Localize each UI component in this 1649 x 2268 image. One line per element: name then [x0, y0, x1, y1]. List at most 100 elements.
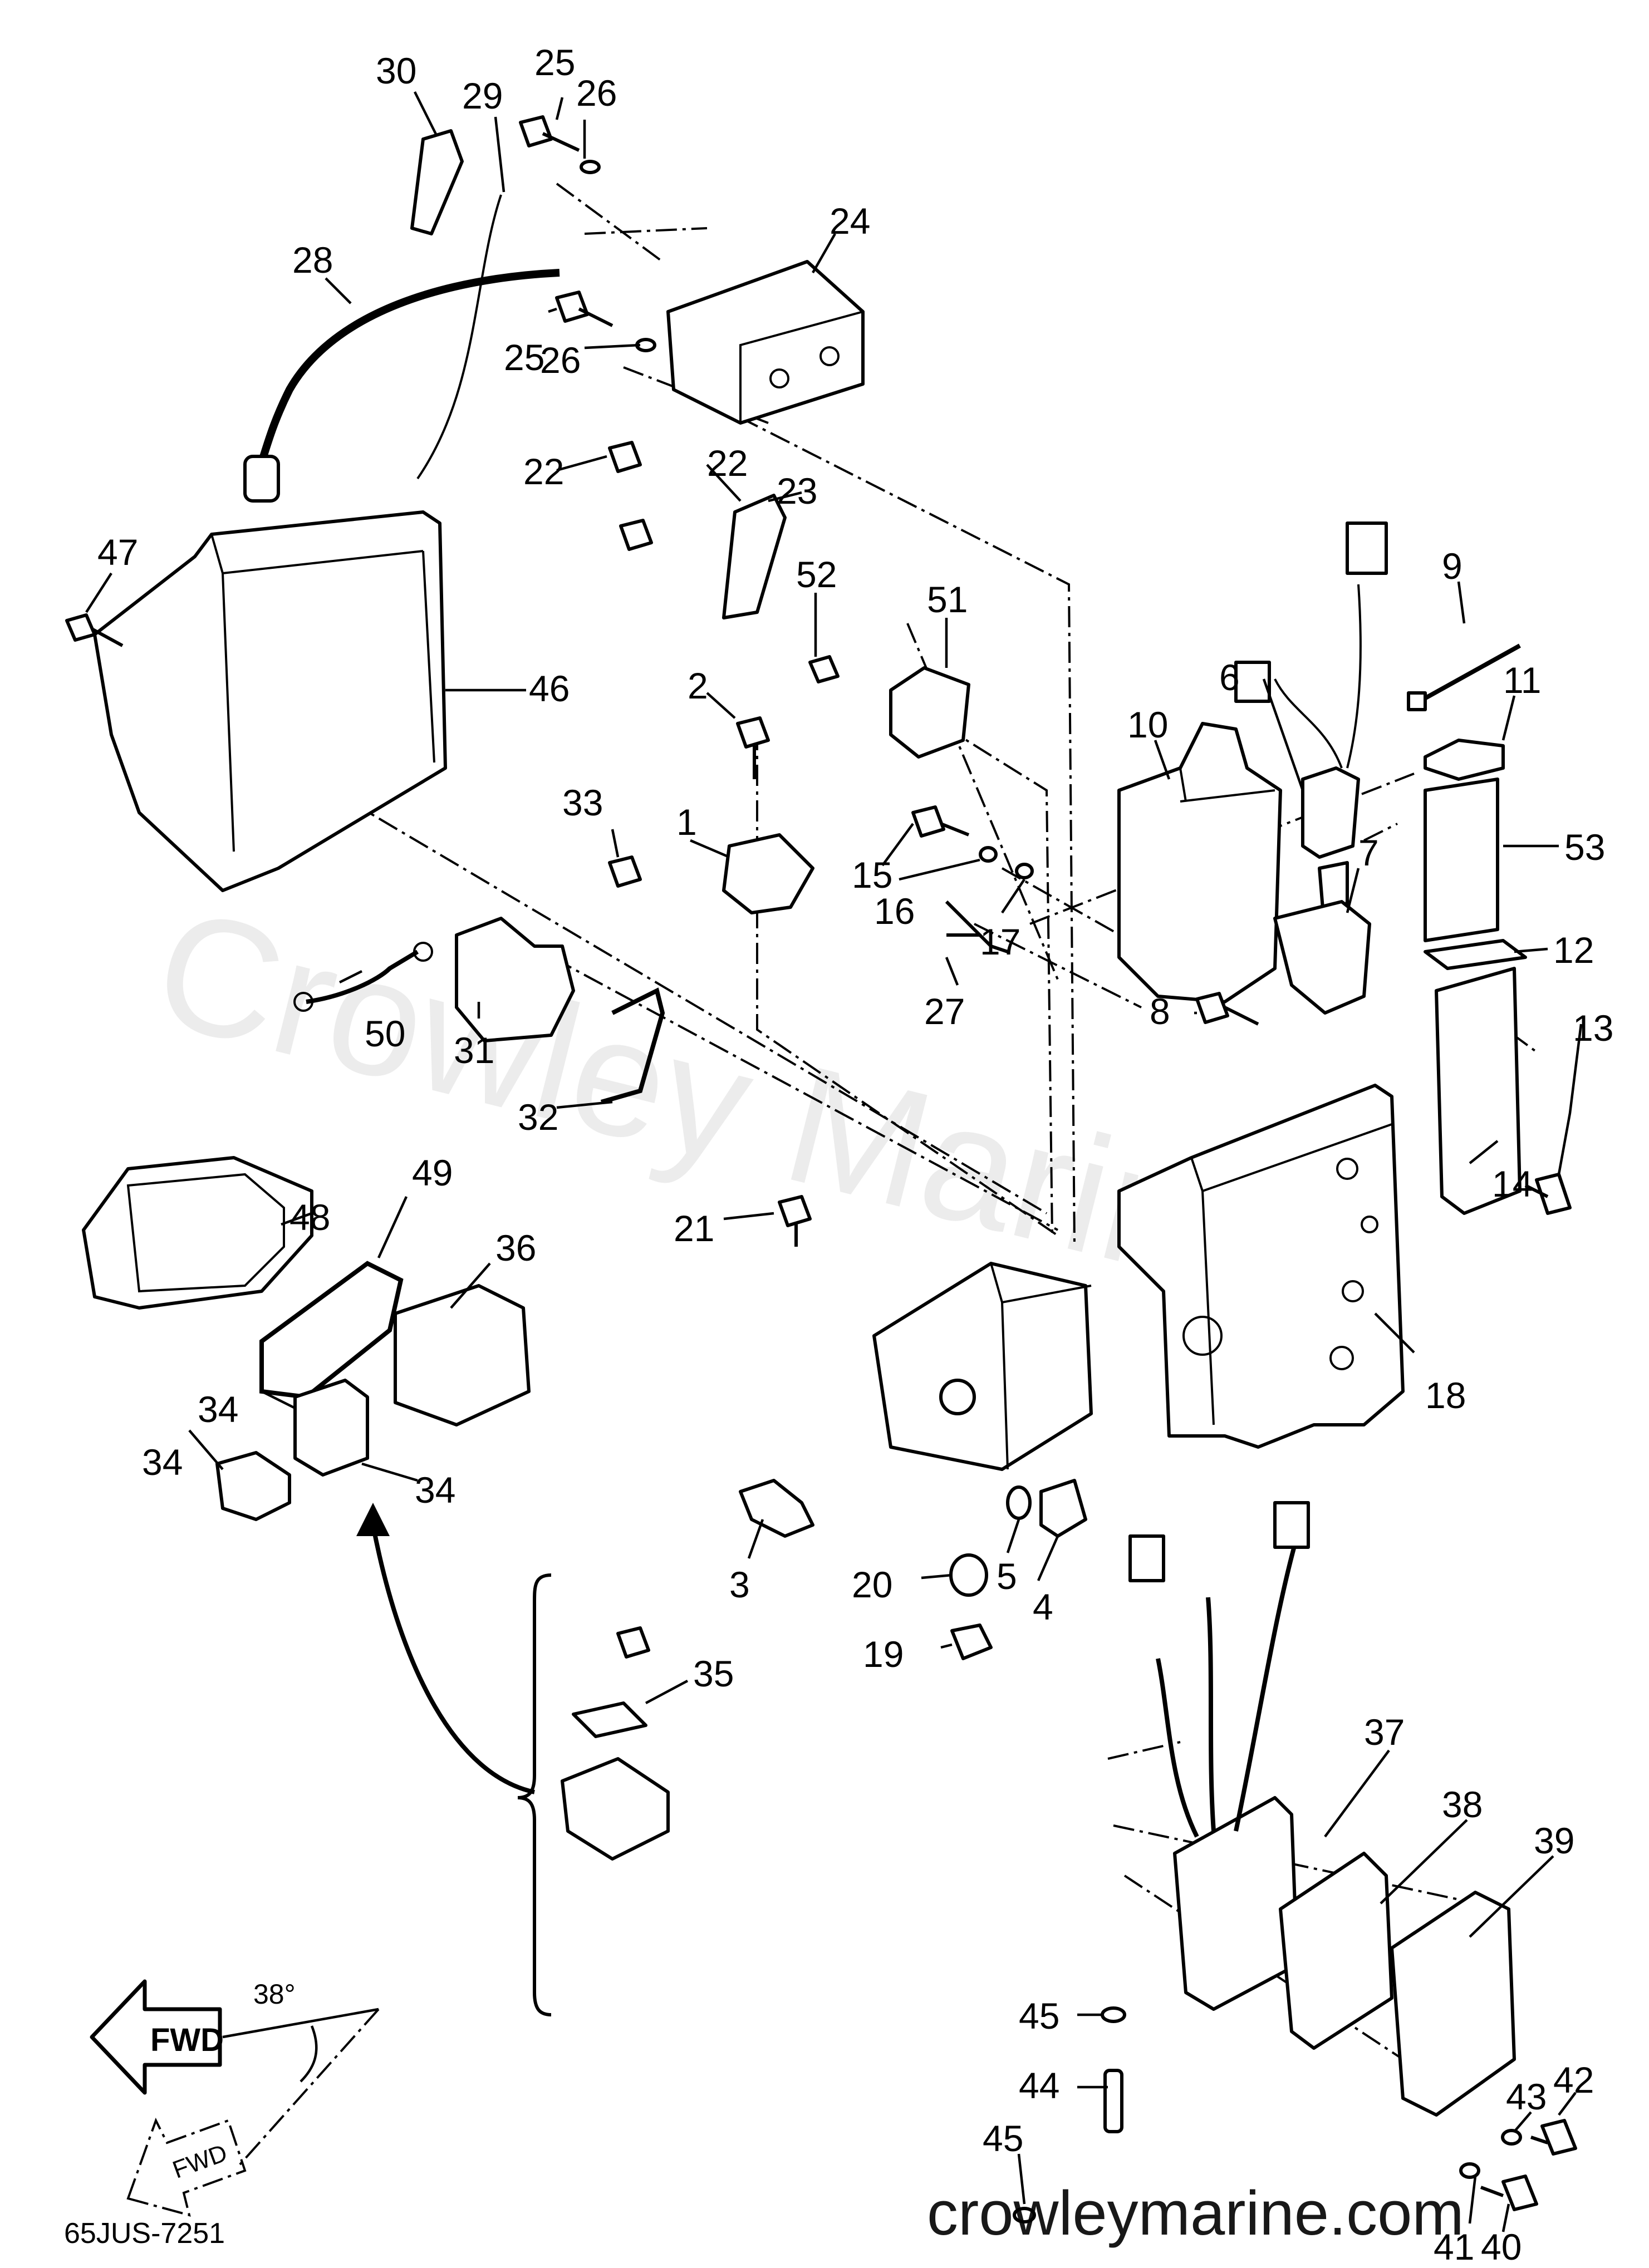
part-2-screw	[736, 716, 770, 779]
part-3-temp-sensor	[739, 1479, 814, 1538]
callout-52: 52	[796, 554, 837, 595]
part-52-screw	[808, 655, 840, 683]
part-33-screw	[608, 855, 642, 888]
callout-49: 49	[412, 1152, 453, 1193]
part-44-pin	[1103, 2069, 1123, 2133]
callout-22a: 22	[523, 451, 564, 492]
website-watermark: crowleymarine.com	[927, 2178, 1464, 2248]
part-28-terminal	[243, 455, 280, 503]
callout-41: 41	[1434, 2226, 1474, 2267]
part-21-screw	[778, 1195, 812, 1247]
callout-18: 18	[1425, 1375, 1466, 1416]
callout-23: 23	[777, 470, 817, 511]
callout-28: 28	[292, 239, 333, 281]
callout-29: 29	[462, 75, 503, 116]
part-43-washer	[1501, 2129, 1522, 2146]
fwd-arrow-icon	[90, 1979, 222, 2095]
part-12-pad	[1424, 939, 1527, 970]
part-20-grommet	[949, 1553, 988, 1597]
callout-19: 19	[863, 1634, 904, 1675]
part-29-lead	[416, 194, 502, 480]
fwd-ghost-arrow-icon	[126, 2117, 247, 2217]
callout-25b: 25	[504, 337, 544, 378]
part-38-gasket	[1279, 1852, 1393, 2050]
part-15-bolt	[911, 805, 970, 838]
callout-47: 47	[97, 532, 138, 573]
callout-30: 30	[376, 50, 416, 91]
callout-26b: 26	[540, 340, 581, 381]
part-27-clip	[945, 900, 1008, 953]
fwd-angle-label: 38°	[253, 1979, 296, 2010]
callout-25: 25	[534, 42, 575, 83]
callout-50: 50	[365, 1013, 405, 1054]
part-53-block	[1424, 778, 1499, 942]
callout-37: 37	[1364, 1711, 1405, 1753]
callout-22b: 22	[707, 442, 748, 484]
callout-38: 38	[1442, 1784, 1483, 1825]
part-40-bolt	[1480, 2174, 1538, 2211]
part-35-screw	[616, 1626, 650, 1659]
leader-lines	[85, 91, 1583, 2232]
part-16-washer	[979, 846, 998, 863]
callout-3: 3	[729, 1564, 750, 1605]
callout-6: 6	[1219, 657, 1240, 698]
diagram-code: 65JUS-7251	[64, 2217, 225, 2250]
part-18-electrical-bracket	[1117, 1084, 1405, 1449]
callout-7: 7	[1358, 832, 1379, 873]
callout-40: 40	[1481, 2226, 1522, 2267]
callout-39: 39	[1534, 1820, 1574, 1861]
part-13-bolt	[1524, 1173, 1572, 1215]
callout-26: 26	[576, 72, 617, 114]
callout-53: 53	[1564, 826, 1605, 868]
part-19-collar	[950, 1623, 993, 1660]
callout-36: 36	[495, 1227, 536, 1268]
callout-12: 12	[1553, 929, 1594, 971]
callout-17: 17	[980, 921, 1020, 962]
part-49-gasket	[259, 1261, 404, 1400]
part-36-fuse-holder	[394, 1284, 531, 1426]
part-24-rectifier-regulator	[666, 260, 865, 425]
part-5-washer	[1006, 1485, 1032, 1520]
part-42-bolt	[1530, 2119, 1577, 2156]
part-35-fuse	[561, 1757, 670, 1861]
part-18-box	[872, 1262, 1093, 1471]
fwd-ghost-label: FWD	[169, 2139, 231, 2183]
part-31-starter-relay	[455, 917, 575, 1042]
part-32-clamp	[600, 987, 665, 1104]
part-35-pointer	[371, 1524, 535, 1794]
callout-16: 16	[874, 891, 915, 932]
callout-20: 20	[852, 1564, 892, 1605]
part-8-bolt	[1195, 992, 1259, 1026]
callout-8: 8	[1150, 991, 1170, 1032]
part-14-plate	[1435, 967, 1522, 1215]
part-9-cable-tie	[1419, 643, 1521, 703]
part-48-case	[82, 1156, 313, 1310]
part-30-boot	[410, 129, 464, 235]
part-22-bolt	[608, 441, 642, 473]
callout-45b: 45	[983, 2118, 1023, 2159]
part-28-wire	[258, 269, 560, 464]
callout-1: 1	[676, 801, 697, 843]
callout-43: 43	[1506, 2076, 1547, 2117]
callout-32: 32	[518, 1096, 558, 1138]
callout-46: 46	[529, 668, 570, 709]
part-25-screw	[519, 115, 580, 152]
part-47-screw	[65, 613, 124, 647]
callout-27: 27	[924, 991, 965, 1032]
callout-42: 42	[1553, 2059, 1594, 2100]
callout-34c: 34	[415, 1469, 455, 1511]
part-39-cover	[1390, 1891, 1516, 2117]
part-6-plug-cap	[1301, 766, 1360, 859]
callout-9: 9	[1442, 545, 1462, 587]
callout-14: 14	[1492, 1163, 1533, 1204]
callout-45a: 45	[1019, 1995, 1059, 2036]
callout-34b: 34	[142, 1442, 183, 1483]
callout-34a: 34	[198, 1389, 238, 1430]
part-25-screw-b	[555, 291, 614, 327]
part-10-ignition-coil	[1117, 722, 1282, 1003]
part-17-washer	[1015, 863, 1034, 879]
callout-35: 35	[693, 1653, 734, 1694]
callout-48: 48	[289, 1197, 330, 1238]
part-46-cover	[93, 510, 447, 892]
